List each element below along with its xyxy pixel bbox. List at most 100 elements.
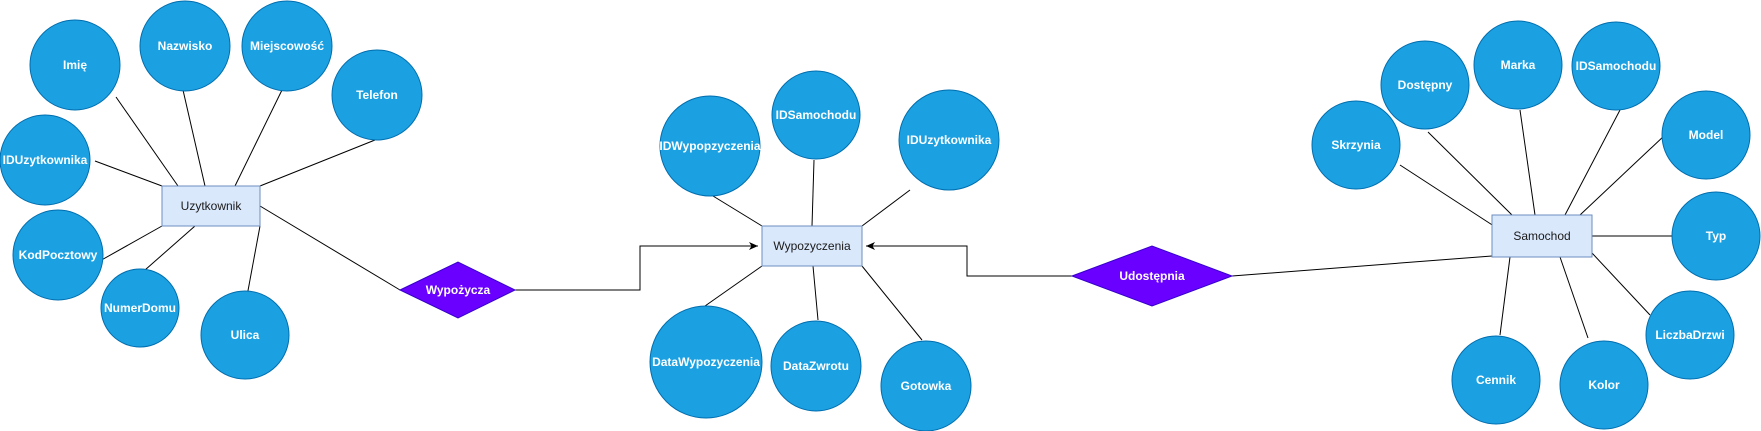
attribute-circle xyxy=(0,114,91,206)
attribute-circle xyxy=(1451,335,1541,425)
entity-label: Samochod xyxy=(1513,229,1570,243)
relationship-diamond[interactable] xyxy=(398,261,517,319)
entity-label: Uzytkownik xyxy=(181,199,243,213)
attribute-miejscowosc: Miejscowość xyxy=(241,0,333,92)
attribute-label: Dostępny xyxy=(1398,78,1453,92)
entity-box[interactable] xyxy=(1491,214,1593,258)
attribute-label: IDSamochodu xyxy=(776,108,857,122)
entity-label: Wypozyczenia xyxy=(773,239,851,253)
attribute-label: LiczbaDrzwi xyxy=(1655,328,1724,342)
edge-gotowka xyxy=(861,265,923,341)
entity-samochod[interactable]: Samochod xyxy=(1491,214,1593,258)
attribute-label: KodPocztowy xyxy=(19,248,98,262)
edge-datawypozyczenia xyxy=(704,265,763,307)
attribute-circle xyxy=(331,49,423,141)
edge-dostepny xyxy=(1427,131,1513,216)
edge-marka xyxy=(1519,109,1536,216)
relationship-udostepnia[interactable]: Udostępnia xyxy=(1070,245,1234,307)
entity-box[interactable] xyxy=(761,225,863,267)
attribute-circle xyxy=(139,0,231,92)
attribute-circle xyxy=(241,0,333,92)
attribute-circle xyxy=(12,209,104,301)
relationship-wypozycza[interactable]: Wypożycza xyxy=(398,261,517,319)
attribute-nazwisko: Nazwisko xyxy=(139,0,231,92)
attribute-idsamochodu-s: IDSamochodu xyxy=(1571,21,1661,111)
entity-box[interactable] xyxy=(161,185,261,227)
edges-wypozyczenia xyxy=(704,159,923,341)
entity-wypozyczenia[interactable]: Wypozyczenia xyxy=(761,225,863,267)
attribute-circle xyxy=(1473,20,1563,110)
attribute-imie: Imię xyxy=(29,19,121,111)
edge-datazwrotu xyxy=(812,265,819,321)
attribute-circle xyxy=(771,70,861,160)
attribute-label: Skrzynia xyxy=(1331,138,1381,152)
attribute-label: Model xyxy=(1689,128,1724,142)
edge-numerdomu xyxy=(144,225,196,271)
attribute-circle xyxy=(898,89,1000,191)
attribute-label: IDSamochodu xyxy=(1576,59,1657,73)
attribute-circle xyxy=(649,305,763,419)
edge-wypozycza-wypozyczenia xyxy=(515,242,758,291)
edge-telefon xyxy=(259,139,376,187)
attribute-circle xyxy=(1571,21,1661,111)
edge-idsamochodu-s xyxy=(1564,109,1621,216)
attribute-idwypopzyczenia: IDWypopzyczenia xyxy=(659,95,761,197)
edge-idwypopzyczenia xyxy=(712,195,763,227)
edge-iduzytkownika-u xyxy=(94,160,163,187)
attribute-circle xyxy=(200,290,290,380)
attribute-idsamochodu-w: IDSamochodu xyxy=(771,70,861,160)
attribute-label: DataZwrotu xyxy=(783,359,849,373)
attributes-samochod: Dostępny Marka IDSamochodu Skrzynia Mode… xyxy=(1311,20,1761,430)
edge-liczbadrzwi xyxy=(1591,252,1651,316)
edge-skrzynia xyxy=(1399,164,1501,231)
attribute-circle xyxy=(1559,340,1649,430)
edge-imie xyxy=(115,96,179,187)
entity-uzytkownik[interactable]: Uzytkownik xyxy=(161,185,261,227)
attributes-wypozyczenia: IDWypopzyczenia IDSamochodu IDUzytkownik… xyxy=(649,70,1000,431)
attribute-circle xyxy=(1645,290,1735,380)
attribute-label: Ulica xyxy=(231,328,260,342)
attribute-numerdomu: NumerDomu xyxy=(100,268,180,348)
attributes-uzytkownik: Imię Nazwisko Miejscowość Telefon IDUzyt… xyxy=(0,0,423,380)
attribute-circle xyxy=(770,320,862,412)
attribute-skrzynia: Skrzynia xyxy=(1311,100,1401,190)
edge-kodpocztowy xyxy=(97,225,163,263)
attribute-iduzytkownika-w: IDUzytkownika xyxy=(898,89,1000,191)
attribute-kolor: Kolor xyxy=(1559,340,1649,430)
attribute-gotowka: Gotowka xyxy=(880,340,972,431)
attribute-marka: Marka xyxy=(1473,20,1563,110)
attribute-datawypozyczenia: DataWypozyczenia xyxy=(649,305,763,419)
attribute-circle xyxy=(1661,90,1751,180)
attribute-typ: Typ xyxy=(1671,191,1761,281)
attribute-label: Cennik xyxy=(1476,373,1516,387)
attribute-label: Kolor xyxy=(1588,378,1620,392)
edge-cennik xyxy=(1499,256,1511,336)
attribute-datazwrotu: DataZwrotu xyxy=(770,320,862,412)
edge-udostepnia-wypozyczenia xyxy=(866,242,1072,277)
attribute-label: Typ xyxy=(1706,229,1726,243)
edges-relationships xyxy=(259,205,1493,291)
attribute-label: Nazwisko xyxy=(158,39,213,53)
attribute-ulica: Ulica xyxy=(200,290,290,380)
attribute-circle xyxy=(659,95,761,197)
attribute-dostepny: Dostępny xyxy=(1380,40,1470,130)
attribute-label: IDUzytkownika xyxy=(907,133,992,147)
attribute-telefon: Telefon xyxy=(331,49,423,141)
edge-miejscowosc xyxy=(234,89,283,187)
relationship-label: Udostępnia xyxy=(1119,269,1185,283)
edge-ulica xyxy=(246,225,261,297)
edge-model xyxy=(1579,134,1666,216)
attribute-label: Marka xyxy=(1501,58,1536,72)
attribute-liczbadrzwi: LiczbaDrzwi xyxy=(1645,290,1735,380)
attribute-circle xyxy=(1380,40,1470,130)
edge-nazwisko xyxy=(182,89,206,187)
attribute-label: DataWypozyczenia xyxy=(652,355,760,369)
edge-uzytkownik-wypozycza xyxy=(259,205,401,291)
attribute-label: Telefon xyxy=(356,88,398,102)
edges-uzytkownik xyxy=(94,89,376,297)
attribute-label: IDWypopzyczenia xyxy=(659,139,760,153)
relationship-label: Wypożycza xyxy=(426,283,491,297)
relationship-diamond[interactable] xyxy=(1070,245,1234,307)
attribute-label: Imię xyxy=(63,58,87,72)
